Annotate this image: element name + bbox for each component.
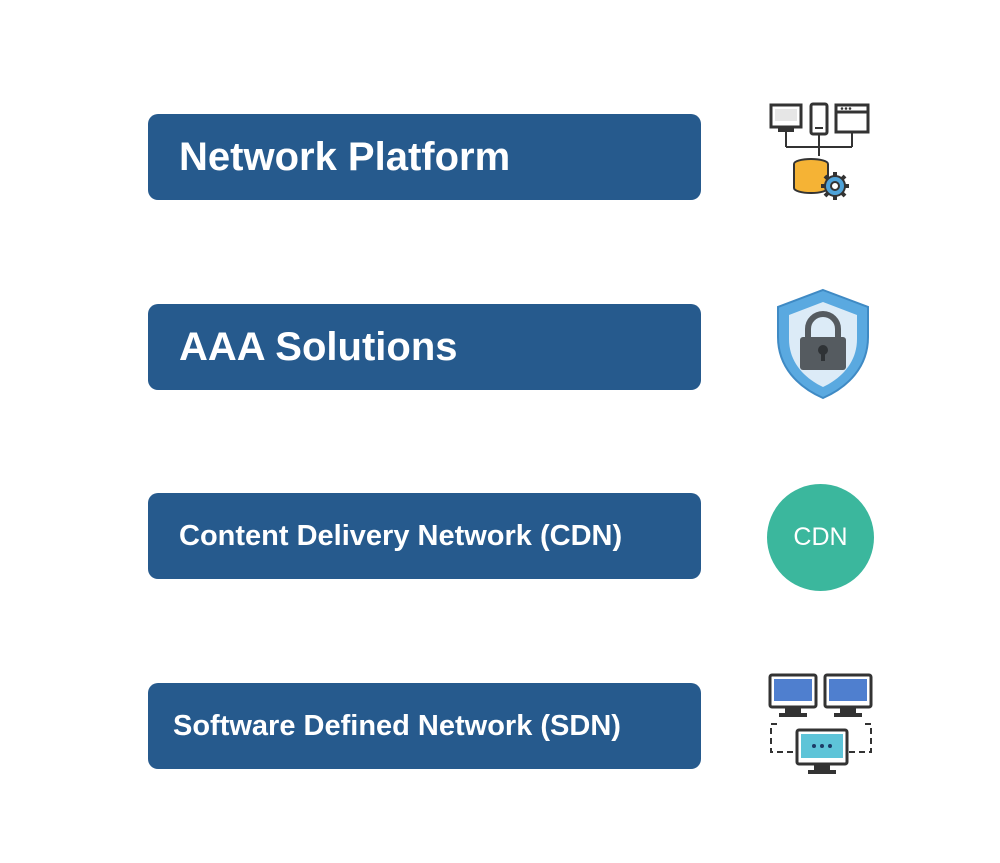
item-label: Network Platform — [179, 134, 511, 179]
item-label: Content Delivery Network (CDN) — [179, 519, 623, 552]
network-platform-icon — [769, 102, 870, 200]
cdn-icon-text: CDN — [793, 523, 848, 551]
sdn-network-icon — [768, 673, 873, 774]
item-bar-cdn: Content Delivery Network (CDN) — [148, 493, 701, 579]
item-bar-network-platform: Network Platform — [148, 114, 701, 200]
item-label: Software Defined Network (SDN) — [173, 709, 621, 742]
shield-lock-icon — [777, 288, 869, 400]
cdn-circle-icon: CDN — [767, 484, 874, 591]
item-bar-sdn: Software Defined Network (SDN) — [148, 683, 701, 769]
item-label: AAA Solutions — [179, 324, 458, 369]
item-bar-aaa-solutions: AAA Solutions — [148, 304, 701, 390]
